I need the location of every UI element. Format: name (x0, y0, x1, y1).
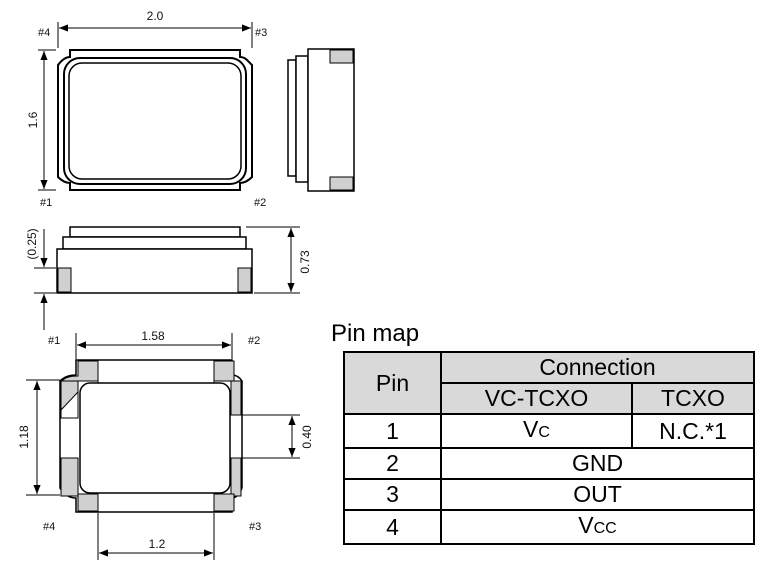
header-pin: Pin (343, 351, 442, 415)
bottom-pin3-label: #3 (249, 521, 261, 533)
bottom-pad-dimension: 0.40 (300, 425, 314, 449)
pin-map-table: Pin Connection VC-TCXO TCXO 1 VC N.C.*1 … (343, 351, 755, 545)
side-view-terminal-top (329, 49, 354, 64)
row1-vctcxo-main: V (523, 416, 539, 442)
pad-4-bottom (77, 493, 99, 512)
row2-connection: GND (440, 447, 755, 480)
side-view-terminal-bottom (329, 176, 354, 191)
front-view-lid-top (69, 226, 241, 238)
top-view: 2.0 1.6 #1 #2 #3 #4 (26, 9, 267, 209)
side-view-body (307, 48, 355, 192)
front-lid-dimension: (0.25) (25, 228, 39, 259)
row3-pin: 3 (343, 478, 442, 511)
side-view (287, 48, 355, 192)
table-row: 3 OUT (343, 478, 755, 511)
side-view-lid-ridge (295, 55, 309, 183)
bottom-pitch-dimension: 1.58 (141, 329, 165, 343)
front-view-terminal-right (237, 267, 252, 293)
pad-1-chamfer (60, 390, 79, 419)
row4-connection-sub: CC (593, 520, 617, 537)
pad-2 (213, 360, 235, 382)
row1-vctcxo: VC (440, 413, 633, 449)
table-row: 4 VCC (343, 509, 755, 545)
row1-pin: 1 (343, 413, 442, 449)
header-vctcxo: VC-TCXO (440, 382, 633, 415)
row4-pin: 4 (343, 509, 442, 545)
front-view-terminal-left (57, 267, 72, 293)
pad-4 (60, 457, 79, 497)
row3-connection: OUT (440, 478, 755, 511)
bottom-pin4-label: #4 (43, 521, 55, 533)
table-row: 2 GND (343, 447, 755, 480)
header-tcxo: TCXO (631, 382, 755, 415)
top-height-dimension: 1.6 (26, 111, 40, 128)
header-connection: Connection (440, 351, 755, 384)
bottom-pin1-label: #1 (48, 335, 60, 347)
pad-3 (230, 457, 242, 497)
front-view-lid-step (62, 236, 247, 250)
front-height-dimension: 0.73 (298, 250, 312, 274)
pad-2-side (230, 380, 242, 416)
row4-connection-main: V (578, 512, 594, 538)
top-pin4-label: #4 (38, 27, 50, 39)
bottom-pad-spacing-dimension: 1.2 (149, 537, 166, 551)
top-width-dimension: 2.0 (147, 9, 164, 23)
top-pin3-label: #3 (255, 27, 267, 39)
bottom-height-dimension: 1.18 (17, 425, 31, 449)
bottom-pin2-label: #2 (248, 335, 260, 347)
row4-connection: VCC (440, 509, 755, 545)
top-pin2-label: #2 (254, 197, 266, 209)
row2-pin: 2 (343, 447, 442, 480)
top-view-lid-inner (68, 62, 242, 180)
top-pin1-label: #1 (40, 197, 52, 209)
front-view-body (56, 248, 253, 294)
pin-map-title: Pin map (331, 320, 420, 347)
pad-3-bottom (213, 493, 235, 512)
front-view: (0.25) 0.73 (25, 226, 312, 330)
side-view-lid (287, 59, 297, 177)
bottom-view: 1.58 1.18 0.40 1.2 #1 #2 #3 #4 (17, 329, 314, 560)
bottom-view-center (79, 382, 231, 494)
pad-1 (60, 360, 99, 382)
row1-tcxo: N.C.*1 (631, 413, 755, 449)
table-row: 1 VC N.C.*1 (343, 413, 755, 449)
row1-vctcxo-sub: C (538, 424, 550, 441)
